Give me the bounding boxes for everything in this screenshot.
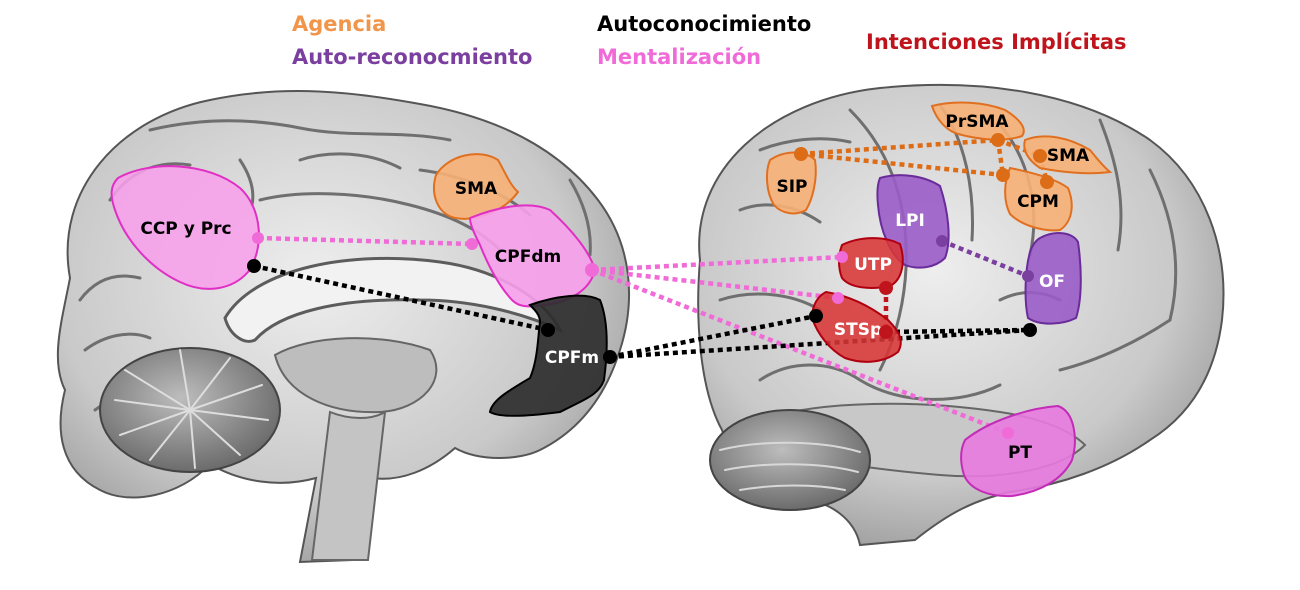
label-sma-medial: SMA xyxy=(455,179,498,199)
node-pt-pink xyxy=(1002,427,1014,439)
legend-implicit-intentions: Intenciones Implícitas xyxy=(866,30,1127,54)
thalamus xyxy=(273,337,438,414)
label-cpfdm: CPFdm xyxy=(495,247,561,267)
node-sma-orange xyxy=(1033,149,1047,163)
label-cpfm: CPFm xyxy=(545,348,599,368)
legend-mentalizing-text: Mentalización xyxy=(597,45,762,69)
link-sip-prsma xyxy=(800,137,999,157)
lateral-brain xyxy=(697,84,1225,547)
legend-self-recognition: Auto-reconocmiento xyxy=(292,45,532,69)
node-ccp-black xyxy=(247,259,261,273)
label-stsp: STSp xyxy=(834,320,882,340)
label-cpm: CPM xyxy=(1017,192,1059,212)
label-utp: UTP xyxy=(854,255,892,275)
link-cpfdm-utp xyxy=(591,254,843,273)
label-ccp-prc: CCP y Prc xyxy=(140,219,231,239)
node-cpfm-right xyxy=(603,350,617,364)
label-sip: SIP xyxy=(776,177,807,197)
node-stsp-black xyxy=(809,309,823,323)
legend-mentalizing: Mentalización xyxy=(597,45,761,69)
cerebellum xyxy=(99,347,281,473)
link-cpfm-of xyxy=(609,327,1031,360)
medial-regions: CCP y Prc SMA CPFdm CPFm xyxy=(110,153,608,417)
node-cpm-orange-left xyxy=(996,168,1010,182)
legend-self-recognition-text: Auto-reconocmiento xyxy=(292,45,533,69)
nodes xyxy=(247,133,1054,439)
label-lpi: LPI xyxy=(895,211,925,231)
region-pt xyxy=(960,404,1076,498)
legend-implicit-intentions-text: Intenciones Implícitas xyxy=(866,30,1127,54)
node-lpi-purple xyxy=(936,235,948,247)
region-cpm xyxy=(1004,166,1073,232)
node-utp-red xyxy=(879,281,893,295)
link-lpi-of xyxy=(941,238,1029,279)
node-cpfm-top xyxy=(541,323,555,337)
region-of xyxy=(1024,232,1082,325)
region-prsma xyxy=(930,101,1025,141)
brainstem xyxy=(310,410,387,561)
node-utp-pink xyxy=(836,251,848,263)
legend-agency: Agencia xyxy=(292,12,386,36)
label-sma-lateral: SMA xyxy=(1047,146,1090,166)
link-stsp-of xyxy=(885,327,1031,335)
legend-self-knowledge-text: Autoconocimiento xyxy=(597,12,812,36)
node-prsma-orange xyxy=(991,133,1005,147)
node-stsp-red xyxy=(879,325,893,339)
label-pt: PT xyxy=(1008,443,1032,463)
region-sma-medial xyxy=(433,153,520,220)
link-cpfdm-pt xyxy=(591,267,1009,436)
node-sip-orange xyxy=(794,147,808,161)
node-of-black xyxy=(1023,323,1037,337)
label-of: OF xyxy=(1039,272,1065,292)
lateral-cerebellum xyxy=(709,409,871,511)
region-cpfm xyxy=(488,294,608,417)
node-cpfdm-left xyxy=(466,238,478,250)
region-ccp-prc xyxy=(110,165,260,290)
label-prsma: PrSMA xyxy=(945,112,1009,132)
link-cpfm-stsp xyxy=(609,313,817,360)
link-sip-cpm xyxy=(800,151,1004,178)
legend-self-knowledge: Autoconocimiento xyxy=(597,12,811,36)
node-stsp-pink xyxy=(832,292,844,304)
region-sma-lateral xyxy=(1023,135,1113,175)
legend-agency-text: Agencia xyxy=(292,12,387,36)
node-cpfdm-right xyxy=(585,263,599,277)
node-ccp-pink xyxy=(252,232,264,244)
node-of-purple xyxy=(1022,270,1034,282)
node-cpm-orange-right xyxy=(1040,175,1054,189)
